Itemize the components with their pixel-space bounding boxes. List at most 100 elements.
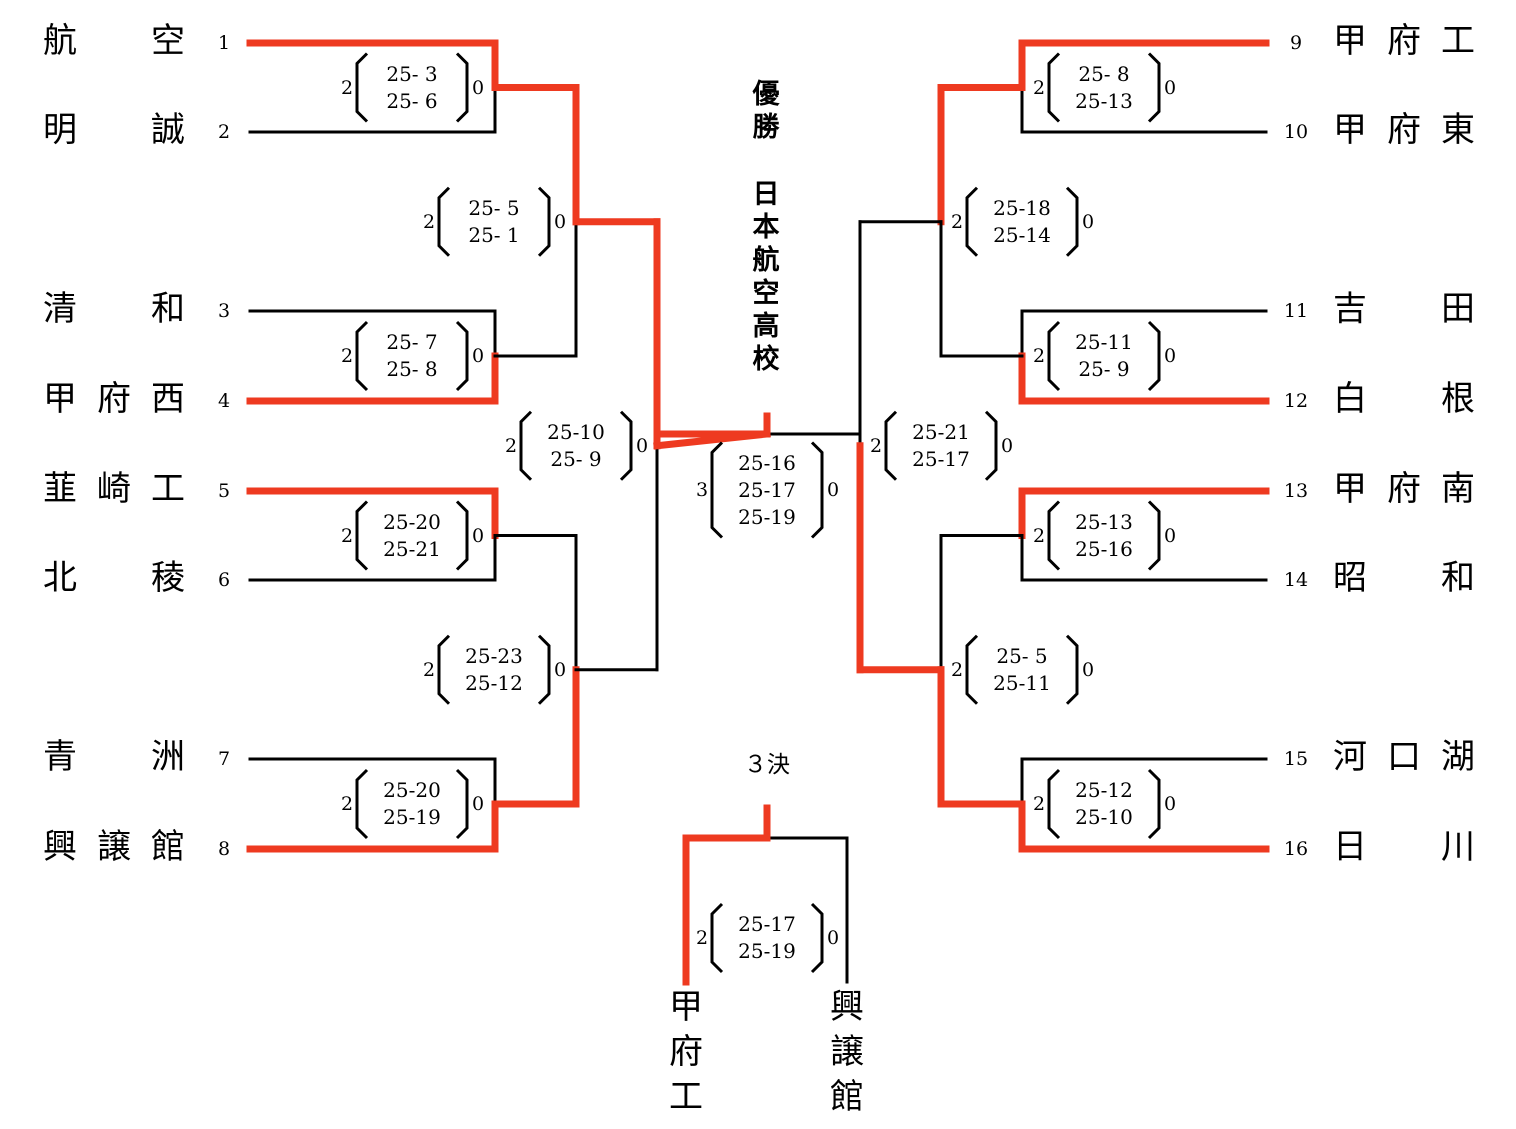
right-paren-icon: [984, 410, 998, 481]
sets-lost: 0: [1001, 434, 1014, 457]
set-score: 25-20: [383, 509, 441, 534]
right-paren-icon: [1065, 634, 1079, 705]
team-name-char: [94, 110, 134, 150]
set-score: 25- 8: [1078, 61, 1130, 86]
team-name-char: 根: [1441, 379, 1475, 419]
set-score: 25-21: [912, 419, 970, 444]
sets-won: 2: [505, 434, 518, 457]
team-name-char: 南: [1441, 469, 1475, 509]
sets-lost: 0: [1164, 345, 1177, 367]
team-name-char: 航: [43, 21, 77, 61]
team-name-char: 府: [1387, 469, 1421, 509]
champion-team-char: 日: [752, 179, 780, 210]
team-name-char: 湖: [1441, 737, 1475, 777]
right-paren-icon: [455, 52, 469, 123]
sets-won: 2: [341, 524, 354, 547]
team-name: 韮崎工: [40, 469, 188, 509]
team-name: 航空: [40, 21, 188, 61]
team-name-char: 清: [43, 289, 77, 329]
set-score: 25-16: [738, 450, 796, 475]
team-name-char: [1384, 558, 1424, 598]
team-name-char: 和: [151, 289, 185, 329]
champion-heading-char: 勝: [752, 112, 780, 143]
sets-won: 2: [951, 210, 964, 233]
team-name-char: [94, 289, 134, 329]
set-score: 25-19: [738, 939, 796, 963]
sets-won: 2: [1033, 76, 1046, 99]
right-paren-icon: [1147, 768, 1161, 840]
team-name-char: [1384, 827, 1424, 867]
team-name: 清和: [40, 289, 188, 329]
team-name-char: 和: [1441, 558, 1475, 598]
sets-lost: 0: [472, 76, 485, 99]
team-name-char: 韮: [43, 469, 77, 509]
champion-label: 優勝 日本航空高校: [748, 78, 784, 376]
team-name: 青洲: [40, 737, 188, 777]
team-name: 吉田: [1330, 289, 1478, 329]
team-name: 甲府東: [1330, 110, 1478, 150]
sets-lost: 0: [827, 927, 840, 949]
team-name-char: 甲: [669, 987, 703, 1027]
team-name: 興譲館: [40, 827, 188, 867]
team-seed: 8: [217, 838, 231, 860]
team-name-char: 昭: [1333, 558, 1367, 598]
team-seed: 2: [217, 121, 231, 143]
set-score: 25-23: [465, 643, 523, 668]
sets-won: 3: [696, 479, 709, 501]
right-paren-icon: [455, 500, 469, 571]
set-score: 25-19: [383, 805, 441, 829]
set-score: 25-12: [1075, 778, 1133, 802]
third-place-team-name: 興譲館: [827, 985, 867, 1120]
left-paren-icon: [355, 768, 369, 840]
team-name: 北稜: [40, 558, 188, 598]
sets-lost: 0: [1164, 76, 1177, 99]
team-name-char: [94, 737, 134, 777]
team-name-char: 東: [1441, 110, 1475, 150]
set-score: 25- 1: [468, 222, 520, 247]
team-seed: 7: [217, 748, 231, 770]
right-paren-icon: [1147, 52, 1161, 123]
left-paren-icon: [965, 186, 979, 257]
set-score: 25-13: [1075, 509, 1133, 534]
left-paren-icon: [437, 634, 451, 705]
team-name: 甲府工: [1330, 21, 1478, 61]
left-paren-icon: [1047, 52, 1061, 123]
team-name: 甲府西: [40, 379, 188, 419]
team-name-char: 洲: [151, 737, 185, 777]
team-name-char: 吉: [1333, 289, 1367, 329]
champion-team-char: 空: [752, 278, 780, 309]
team-name-char: [94, 21, 134, 61]
left-paren-icon: [965, 634, 979, 705]
team-name-char: 空: [151, 21, 185, 61]
left-paren-icon: [519, 410, 533, 481]
team-name-char: 譲: [97, 827, 131, 867]
set-score: 25-16: [1075, 536, 1133, 561]
team-name-char: [94, 558, 134, 598]
sets-lost: 0: [1164, 793, 1177, 815]
sets-lost: 0: [827, 479, 840, 501]
team-name-char: 工: [1441, 21, 1475, 61]
team-name-char: 甲: [43, 379, 77, 419]
team-name: 昭和: [1330, 558, 1478, 598]
left-paren-icon: [355, 500, 369, 571]
team-seed: 4: [217, 390, 231, 412]
champion-team-char: 航: [752, 245, 780, 276]
right-paren-icon: [537, 634, 551, 705]
right-paren-icon: [1147, 320, 1161, 392]
set-score: 25- 9: [550, 446, 602, 471]
set-score: 25-20: [383, 778, 441, 802]
left-paren-icon: [1047, 500, 1061, 571]
team-name-char: 館: [151, 827, 185, 867]
set-score: 25- 6: [386, 88, 438, 113]
sets-lost: 0: [1082, 210, 1095, 233]
sets-lost: 0: [472, 793, 485, 815]
set-score: 25- 9: [1078, 357, 1130, 381]
sets-won: 2: [870, 434, 883, 457]
sets-won: 2: [1033, 793, 1046, 815]
set-score: 25-17: [738, 912, 796, 936]
set-score: 25-14: [993, 222, 1051, 247]
left-paren-icon: [884, 410, 898, 481]
sets-won: 2: [341, 76, 354, 99]
team-name-char: 府: [1387, 110, 1421, 150]
champion-team: 日本航空高校: [748, 178, 784, 376]
